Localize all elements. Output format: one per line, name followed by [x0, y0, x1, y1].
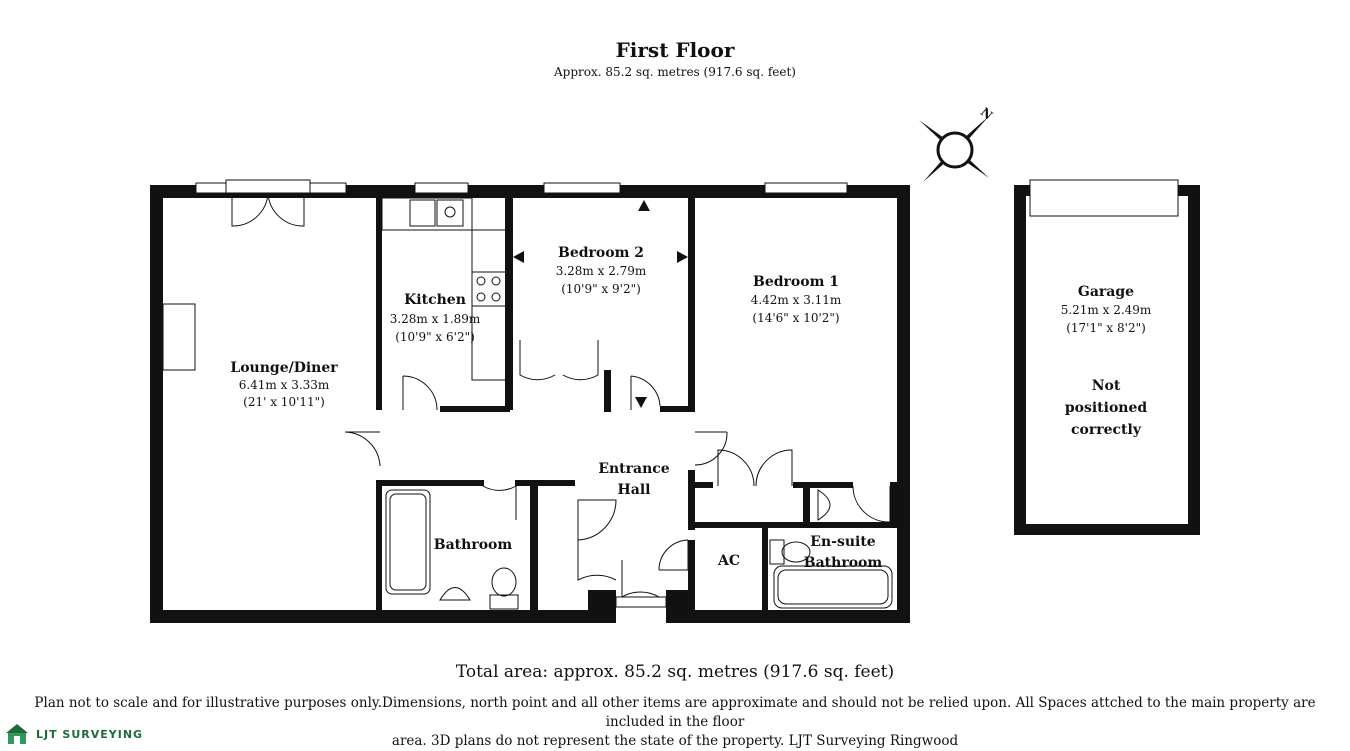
garage-note-line1: Not	[1092, 378, 1121, 394]
garage-note-line3: correctly	[1071, 422, 1142, 438]
logo-text: LJT SURVEYING	[36, 727, 144, 741]
lounge-dim-m: 6.41m x 3.33m	[239, 378, 330, 392]
company-logo: LJT SURVEYING	[4, 722, 143, 746]
plan-subtitle: Approx. 85.2 sq. metres (917.6 sq. feet)	[554, 65, 796, 79]
lounge-name: Lounge/Diner	[230, 360, 338, 376]
kitchen-dim-m: 3.28m x 1.89m	[390, 312, 481, 326]
ensuite-name-line2: Bathroom	[804, 555, 883, 571]
bedroom1-dim-ft: (14'6" x 10'2")	[752, 311, 839, 325]
disclaimer-line1: Plan not to scale and for illustrative p…	[34, 695, 1316, 730]
bedroom1-dim-m: 4.42m x 3.11m	[751, 293, 842, 307]
disclaimer-line2: area. 3D plans do not represent the stat…	[391, 733, 959, 749]
hall-name-line2: Hall	[618, 482, 651, 498]
disclaimer: Plan not to scale and for illustrative p…	[8, 694, 1342, 751]
interior-walls	[376, 198, 897, 610]
garage-walls	[1014, 185, 1200, 535]
ensuite-name-line1: En-suite	[810, 534, 876, 550]
bedroom1-name: Bedroom 1	[753, 274, 839, 290]
window-arrows	[513, 200, 688, 408]
garage-dim-m: 5.21m x 2.49m	[1061, 303, 1152, 317]
bedroom2-dim-m: 3.28m x 2.79m	[556, 264, 647, 278]
fixtures	[162, 197, 893, 610]
door-swings	[225, 179, 891, 608]
garage-dim-ft: (17'1" x 8'2")	[1066, 321, 1146, 335]
total-area: Total area: approx. 85.2 sq. metres (917…	[455, 662, 895, 682]
compass-north-label: N	[978, 105, 995, 123]
lounge-dim-ft: (21' x 10'11")	[243, 395, 325, 409]
bedroom2-dim-ft: (10'9" x 9'2")	[561, 282, 641, 296]
garage-note-line2: positioned	[1065, 400, 1148, 416]
plan-title: First Floor	[615, 38, 735, 62]
bathroom-name: Bathroom	[434, 537, 513, 553]
garage-name: Garage	[1078, 284, 1134, 300]
ac-name: AC	[717, 553, 740, 569]
floor-plan-drawing: N Lounge/Diner 6.41m x 3.33m (21' x 10'1…	[150, 105, 1200, 623]
hall-name-line1: Entrance	[598, 461, 669, 477]
compass-icon	[919, 116, 989, 182]
bedroom2-name: Bedroom 2	[558, 245, 644, 261]
house-logo-icon	[6, 724, 28, 744]
kitchen-name: Kitchen	[404, 292, 466, 308]
garage-door	[1029, 179, 1179, 217]
kitchen-dim-ft: (10'9" x 6'2")	[395, 330, 475, 344]
